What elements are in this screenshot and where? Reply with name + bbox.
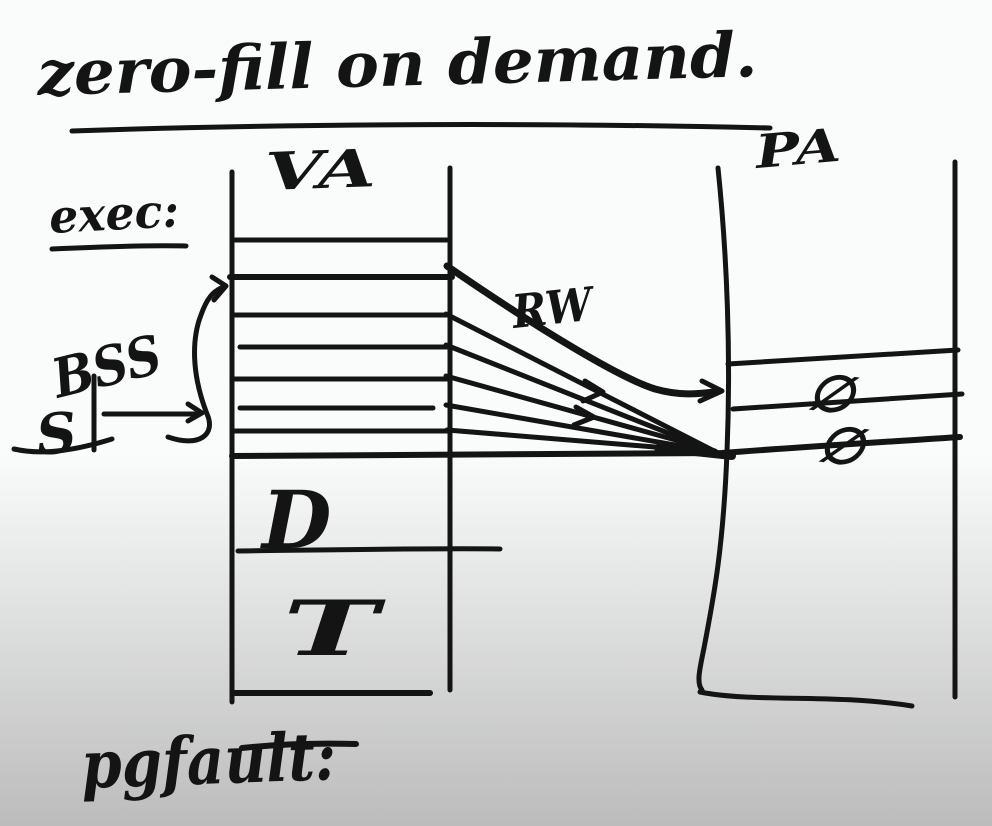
t-label: T — [283, 584, 387, 673]
pa-left-edge — [696, 165, 732, 693]
exec-underline — [49, 243, 189, 252]
mapping-line — [443, 311, 719, 455]
rw-label: RW — [508, 276, 599, 339]
arrowhead-icon — [571, 404, 597, 428]
arrowhead-icon — [209, 274, 229, 303]
ink-strokes — [11, 122, 965, 751]
va-column — [227, 165, 503, 705]
va-column-label: VA — [264, 138, 376, 203]
labels: zero-fill on demand. VA PA exec: BSS S R… — [33, 18, 871, 804]
exec-label: exec: — [48, 183, 181, 244]
mapping-line — [443, 402, 718, 455]
bss-brace — [165, 285, 224, 444]
pgfault-label: pgfault: — [80, 717, 338, 804]
pgfault-crossbar — [239, 740, 359, 751]
pa-row-line — [730, 391, 965, 412]
mapping-line — [443, 373, 718, 454]
s-label: S — [33, 400, 79, 469]
arrowhead-icon — [580, 378, 606, 404]
bss-brace-arrow — [165, 274, 229, 444]
pa-row-line — [725, 347, 961, 367]
pa-column — [696, 159, 965, 709]
arrowhead-icon — [185, 401, 205, 424]
rw-arrow-curve — [443, 262, 718, 398]
mapping-arrows — [443, 262, 736, 460]
pa-bottom-edge — [697, 689, 915, 709]
s-pointer — [11, 373, 205, 455]
arrowhead-icon — [697, 378, 725, 404]
title-underline — [69, 122, 773, 134]
d-row-line — [235, 546, 503, 554]
mapping-line — [443, 342, 719, 455]
s-tail — [11, 436, 115, 455]
convergence-stroke — [654, 444, 736, 460]
